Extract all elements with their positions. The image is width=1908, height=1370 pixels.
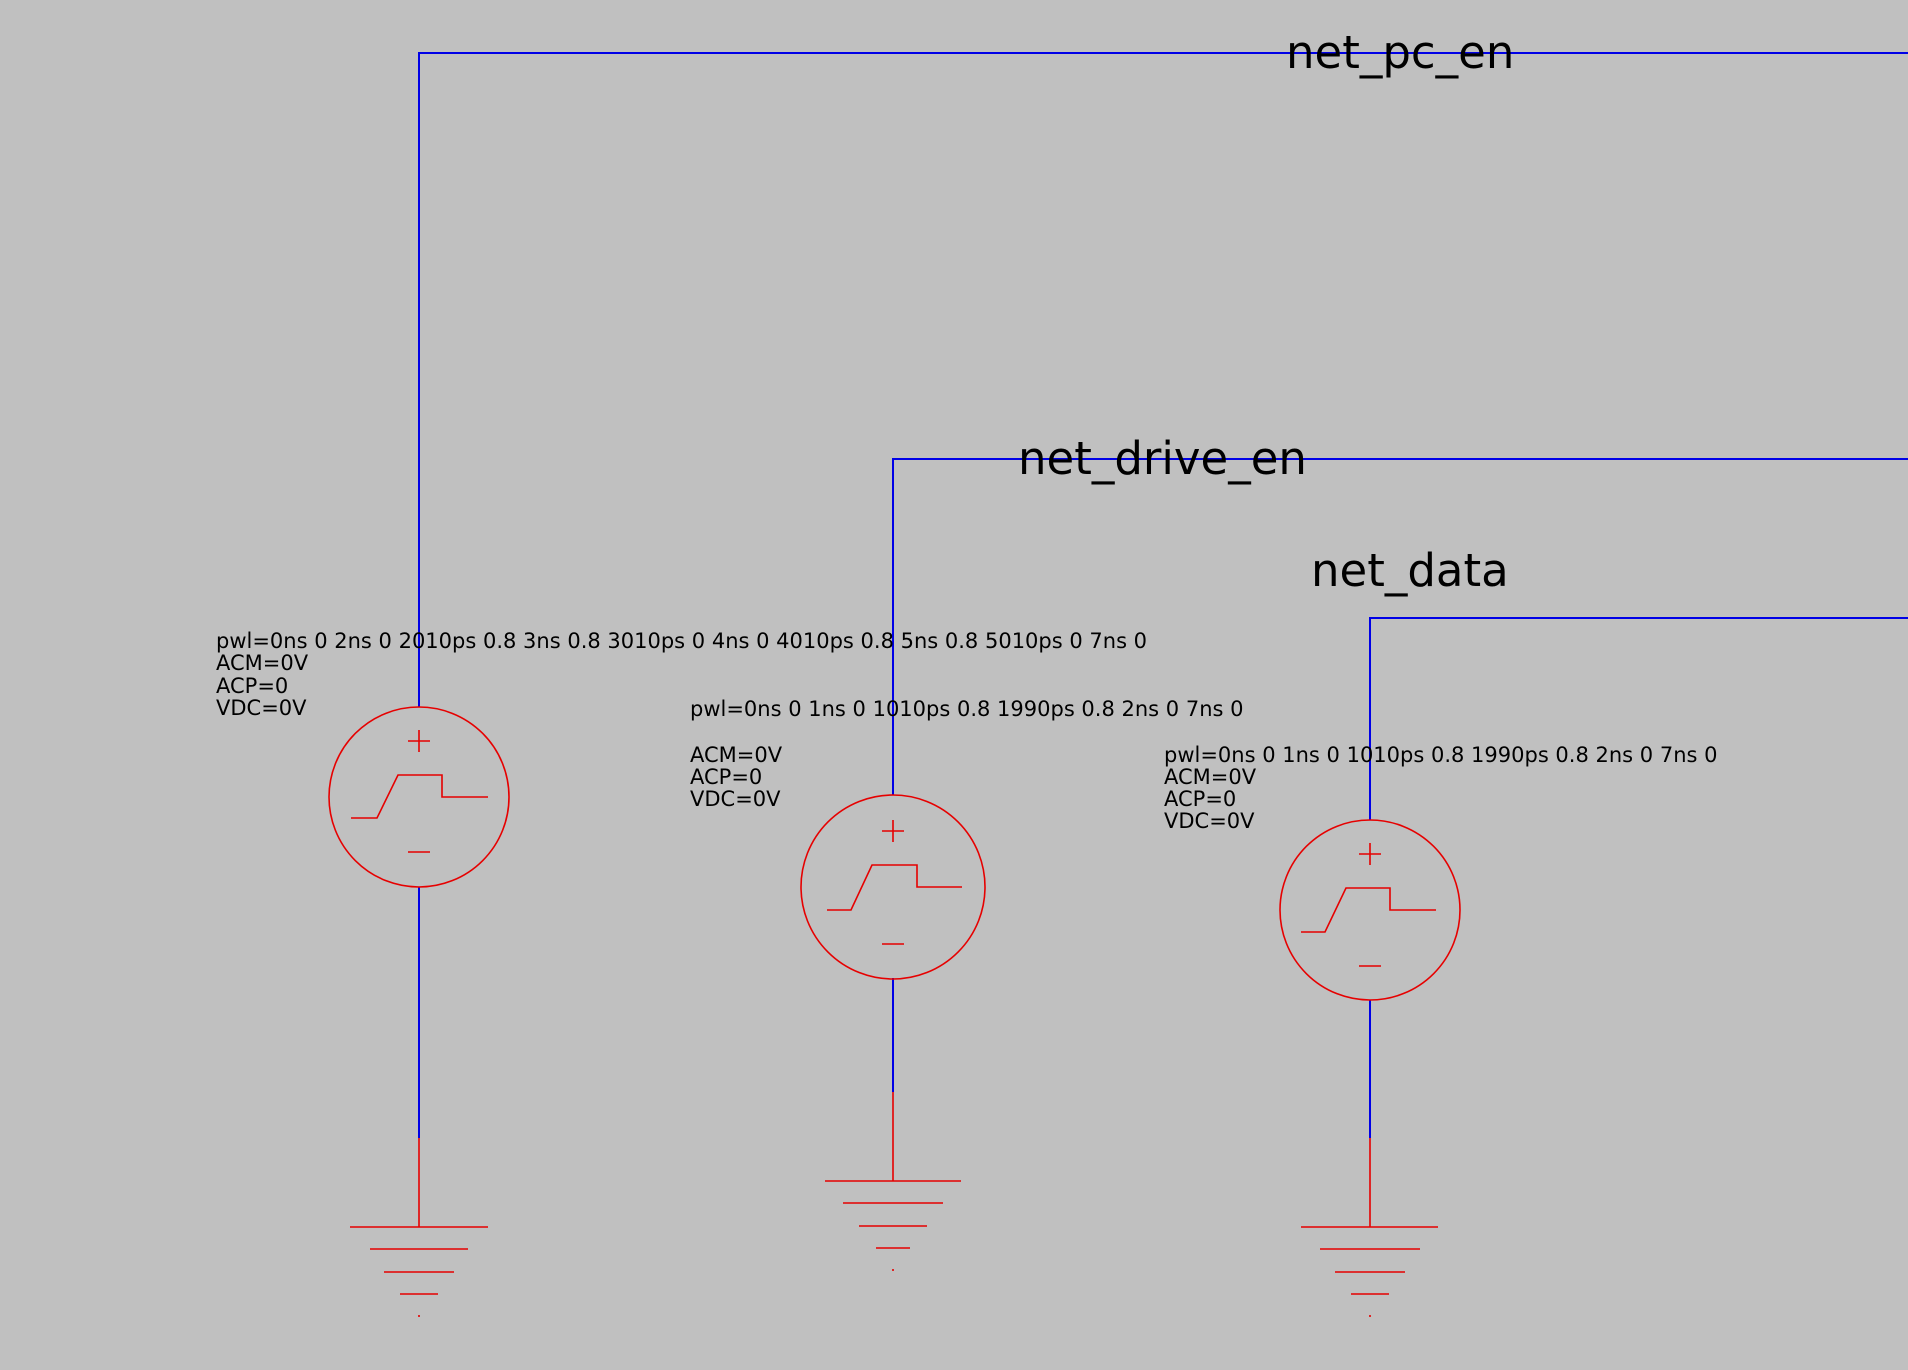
source-2-acm: ACM=0V bbox=[690, 743, 783, 767]
pwl-waveform-icon bbox=[351, 774, 488, 819]
source-1-pwl: pwl=0ns 0 2ns 0 2010ps 0.8 3ns 0.8 3010p… bbox=[216, 629, 1147, 653]
plus-sign-icon bbox=[408, 730, 430, 752]
wire-net-drive-en[interactable] bbox=[892, 458, 1908, 795]
pwl-source-1[interactable] bbox=[328, 706, 510, 888]
source-3-vdc: VDC=0V bbox=[1164, 809, 1255, 833]
source-3-acm: ACM=0V bbox=[1164, 765, 1257, 789]
source-2-acp: ACP=0 bbox=[690, 765, 762, 789]
source-circle bbox=[328, 706, 510, 888]
source-1-params: pwl=0ns 0 2ns 0 2010ps 0.8 3ns 0.8 3010p… bbox=[216, 629, 1147, 720]
source-3-pwl: pwl=0ns 0 1ns 0 1010ps 0.8 1990ps 0.8 2n… bbox=[1164, 743, 1717, 767]
source-1-acp: ACP=0 bbox=[216, 674, 288, 698]
plus-sign-icon bbox=[1359, 843, 1381, 865]
source-1-acm: ACM=0V bbox=[216, 651, 309, 675]
plus-sign-icon bbox=[882, 820, 904, 842]
source-circle bbox=[1279, 819, 1461, 1001]
pwl-waveform-icon bbox=[1301, 887, 1436, 933]
net-label-data: net_data bbox=[1311, 544, 1509, 597]
ground-symbol-2[interactable] bbox=[825, 1092, 961, 1271]
wire-net-data[interactable] bbox=[1369, 617, 1908, 820]
ground-symbol-1[interactable] bbox=[350, 1138, 488, 1317]
source-3-acp: ACP=0 bbox=[1164, 787, 1236, 811]
source-2-params: pwl=0ns 0 1ns 0 1010ps 0.8 1990ps 0.8 2n… bbox=[690, 697, 1243, 811]
pwl-source-3[interactable] bbox=[1279, 819, 1461, 1001]
wire-net-pc-en[interactable] bbox=[418, 52, 1908, 707]
source-circle bbox=[800, 794, 986, 980]
net-label-pc-en: net_pc_en bbox=[1286, 26, 1514, 79]
pwl-waveform-icon bbox=[827, 864, 962, 911]
source-2-vdc: VDC=0V bbox=[690, 787, 781, 811]
net-label-drive-en: net_drive_en bbox=[1018, 432, 1307, 485]
source-2-pwl: pwl=0ns 0 1ns 0 1010ps 0.8 1990ps 0.8 2n… bbox=[690, 697, 1243, 721]
source-3-params: pwl=0ns 0 1ns 0 1010ps 0.8 1990ps 0.8 2n… bbox=[1164, 743, 1717, 833]
pwl-source-2[interactable] bbox=[800, 794, 986, 980]
ground-symbol-3[interactable] bbox=[1301, 1138, 1438, 1317]
source-1-vdc: VDC=0V bbox=[216, 696, 307, 720]
